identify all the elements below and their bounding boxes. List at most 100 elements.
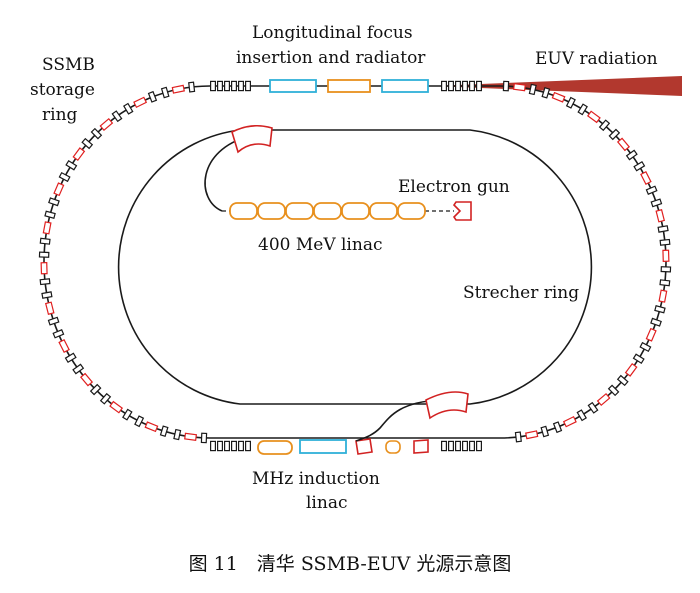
linac-cavity-cell <box>341 202 370 220</box>
dipole-magnet <box>79 372 94 387</box>
storage-ring-orbit <box>43 85 667 439</box>
label-focus-2: insertion and radiator <box>236 48 426 68</box>
quadrupole-magnet <box>224 80 231 92</box>
quadrupole-magnet <box>448 80 455 92</box>
quadrupole-magnet <box>58 171 71 183</box>
quadrupole-magnet <box>565 96 576 109</box>
quadrupole-magnet <box>455 80 462 92</box>
dipole-magnet <box>512 83 526 92</box>
dipole-magnet <box>596 392 611 407</box>
dipole-magnet <box>133 96 148 109</box>
dipole-magnet <box>53 182 65 197</box>
quadrupole-magnet <box>654 305 666 314</box>
quadrupole-magnet <box>607 384 620 397</box>
quadrupole-magnet <box>217 80 224 92</box>
extraction-transfer-line <box>355 399 441 442</box>
quadrupole-magnet <box>645 185 658 195</box>
quadrupole-magnet <box>159 425 169 438</box>
quadrupole-magnet <box>39 278 51 286</box>
quadrupole-magnet <box>660 266 672 273</box>
quadrupole-magnet <box>448 440 455 452</box>
quadrupole-magnet <box>659 279 671 287</box>
quadrupole-magnet <box>38 251 50 258</box>
label-mhz-1: MHz induction <box>252 469 380 489</box>
quadrupole-magnet <box>441 440 448 452</box>
quadrupole-magnet <box>469 80 476 92</box>
dipole-magnet <box>586 110 601 124</box>
small-cavity <box>385 440 401 454</box>
dipole-magnet <box>662 249 670 262</box>
quadrupole-magnet <box>231 80 238 92</box>
quadrupole-magnet <box>441 80 448 92</box>
dipole-magnet <box>184 432 198 441</box>
quadrupole-magnet <box>72 363 85 375</box>
quadrupole-magnet <box>639 341 652 353</box>
dipole-magnet <box>616 137 631 152</box>
dipole-magnet <box>109 400 124 414</box>
quadrupole-magnet <box>502 80 510 92</box>
quadrupole-magnet <box>659 238 671 246</box>
quadrupole-magnet <box>210 440 217 452</box>
dipole-magnet <box>645 327 657 342</box>
quadrupole-magnet <box>48 197 60 207</box>
quadrupole-magnet <box>455 440 462 452</box>
septum-magnet-bottom <box>425 391 469 420</box>
undulator-modulator-1 <box>269 79 317 93</box>
linac-cavity-cell <box>397 202 426 220</box>
dipole-magnet <box>658 289 668 303</box>
dipole-magnet <box>144 421 159 433</box>
quadrupole-magnet <box>650 317 662 327</box>
quadrupole-magnet <box>147 90 158 103</box>
quadrupole-magnet <box>123 102 134 115</box>
quadrupole-magnet <box>89 383 102 396</box>
quadrupole-magnet <box>65 159 78 171</box>
quadrupole-magnet <box>217 440 224 452</box>
quadrupole-magnet <box>514 431 522 443</box>
quadrupole-magnet <box>41 291 53 299</box>
quadrupole-magnet <box>173 428 182 441</box>
quadrupole-magnet <box>245 80 252 92</box>
quadrupole-magnet <box>238 80 245 92</box>
dipole-magnet <box>44 301 55 315</box>
label-ssmb-2: storage <box>30 80 95 100</box>
label-linac: 400 MeV linac <box>258 235 382 255</box>
injection-kicker-1 <box>355 438 373 455</box>
linac-cavity-cell <box>285 202 314 220</box>
quadrupole-magnet <box>625 149 638 161</box>
linac-cavity-cell <box>229 202 258 220</box>
quadrupole-magnet <box>52 329 65 339</box>
quadrupole-magnet <box>608 128 621 141</box>
linac-cavity-cell <box>257 202 286 220</box>
longitudinal-focus-insertion <box>327 79 371 93</box>
label-focus-1: Longitudinal focus <box>252 23 413 43</box>
label-strecher: Strecher ring <box>463 283 579 303</box>
dipole-magnet <box>655 209 666 223</box>
quadrupole-magnet <box>657 225 669 233</box>
figure-caption: 图 11 清华 SSMB-EUV 光源示意图 <box>189 553 512 575</box>
linac-cavities <box>229 202 426 220</box>
quadrupole-magnet <box>224 440 231 452</box>
quadrupole-group-top-right <box>441 80 483 92</box>
dipole-magnet <box>624 362 638 377</box>
quadrupole-magnet <box>231 440 238 452</box>
quadrupole-magnet <box>64 352 77 364</box>
dipole-magnet <box>562 415 577 428</box>
bottom-straight-section <box>210 438 483 455</box>
euv-radiation-beam <box>430 76 682 96</box>
induction-linac-cavity <box>257 440 293 455</box>
septum-magnet-top <box>231 124 273 154</box>
quadrupole-magnet <box>188 81 196 93</box>
dipole-magnet <box>42 221 52 235</box>
quadrupole-magnet <box>462 80 469 92</box>
quadrupole-magnet <box>134 415 145 428</box>
quadrupole-group-top-left <box>210 80 252 92</box>
quadrupole-magnet <box>200 432 208 444</box>
dipole-magnet <box>40 262 48 275</box>
dipole-magnet <box>551 91 566 103</box>
quadrupole-magnet <box>122 408 133 421</box>
quadrupole-magnet <box>81 137 94 150</box>
linac-cavity-cell <box>369 202 398 220</box>
label-mhz-2: linac <box>306 493 347 513</box>
